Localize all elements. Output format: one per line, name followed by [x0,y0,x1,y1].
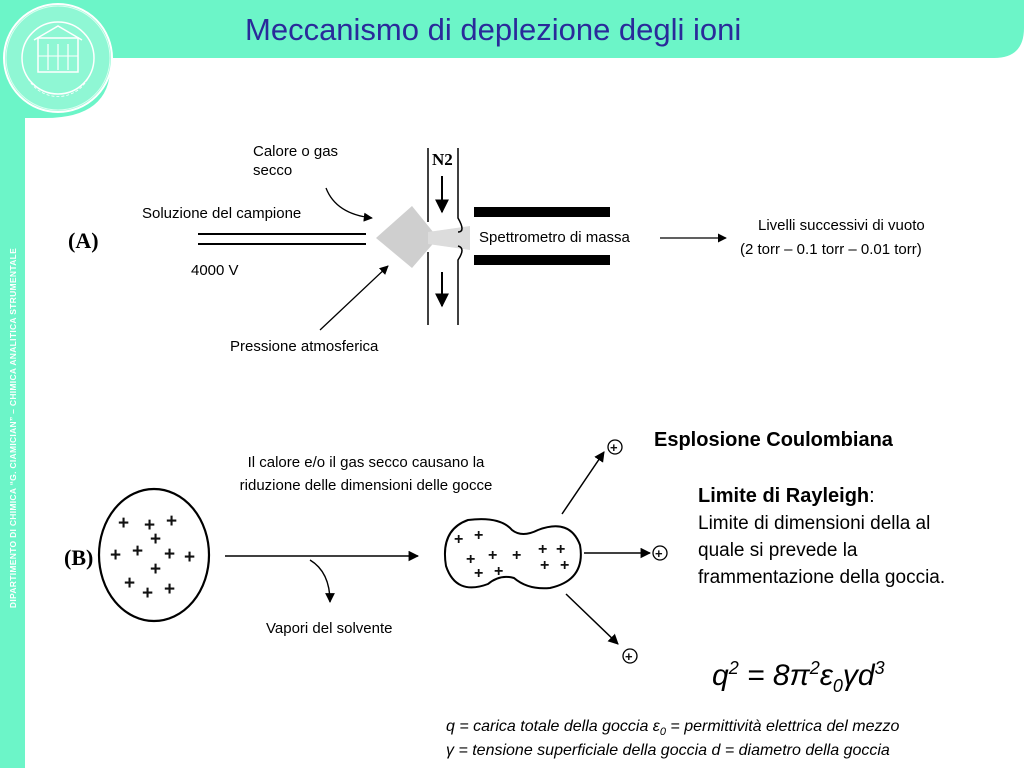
charge-plus: + [164,544,176,565]
diagram-b-label: (B) [64,545,94,570]
gas-arrow [325,187,373,222]
legend-line-1: q = carica totale della goccia ε0 = perm… [446,718,900,739]
ion-plus: + [610,440,618,455]
charge-plus: + [474,527,484,544]
charge-plus: + [110,545,122,566]
charge-plus: + [124,573,136,594]
charge-plus: + [540,557,550,574]
solvent-vapor-label: Vapori del solvente [266,620,393,637]
charge-plus: + [488,547,498,564]
rayleigh-block: Limite di Rayleigh: Limite di dimensioni… [698,483,968,591]
heat-caption: Il calore e/o il gas secco causano la ri… [239,454,493,494]
coulomb-explosion-heading: Esplosione Coulombiana [654,429,893,451]
ion-circle-bottom [622,648,638,664]
pressure-arrow [319,265,389,331]
charge-plus: + [132,541,144,562]
interface-plate-right-lower [457,245,463,325]
charge-plus: + [512,547,522,564]
sample-solution-label: Soluzione del campione [142,205,302,222]
charge-plus: + [184,547,196,568]
ion-plus: + [655,546,663,561]
university-seal-logo [3,3,113,113]
ion-arrow-bottom [565,593,619,645]
voltage-label: 4000 V [191,262,239,279]
ms-bar-bottom [474,255,610,265]
fissioning-droplet [444,518,582,590]
pressure-label: Pressione atmosferica [230,338,379,355]
charge-plus: + [118,513,130,534]
charge-plus: + [142,583,154,604]
charge-plus: + [556,541,566,558]
charge-plus: + [144,515,156,536]
charge-plus: + [150,529,162,550]
vacuum-label-line1: Livelli successivi di vuoto [758,217,925,234]
interface-plate-right [457,148,463,233]
charge-plus: + [494,563,504,580]
ion-arrow-top [561,451,605,515]
charge-plus: + [538,541,548,558]
diagram-a-label: (A) [68,228,99,253]
ms-bar-top [474,207,610,217]
charge-plus: + [164,579,176,600]
large-droplet [97,487,211,623]
rayleigh-body: Limite di dimensioni della al quale si p… [698,513,946,588]
charge-plus: + [474,565,484,582]
mass-spec-label: Spettrometro di massa [479,229,630,246]
n2-label: N2 [432,150,453,169]
charge-plus: + [454,531,464,548]
page-title: Meccanismo di deplezione degli ioni [245,12,742,47]
spray-cone [376,206,438,268]
legend-line-2: γ = tensione superficiale della goccia d… [446,742,890,759]
rayleigh-colon: : [869,485,875,507]
charge-plus: + [150,559,162,580]
diagram-a-graphic [198,148,727,331]
charge-plus: + [166,511,178,532]
ion-circle-middle [652,545,668,561]
vapor-arrow [309,559,335,603]
charge-plus: + [560,557,570,574]
vacuum-label-line2: (2 torr – 0.1 torr – 0.01 torr) [740,241,922,258]
rayleigh-formula: q2 = 8π2ε0γd3 [712,658,885,696]
charge-plus: + [466,551,476,568]
gas-label: Calore o gas secco [253,143,339,179]
ion-circle-top [607,439,623,455]
rayleigh-title: Limite di Rayleigh [698,485,870,507]
ion-plus: + [625,649,633,664]
